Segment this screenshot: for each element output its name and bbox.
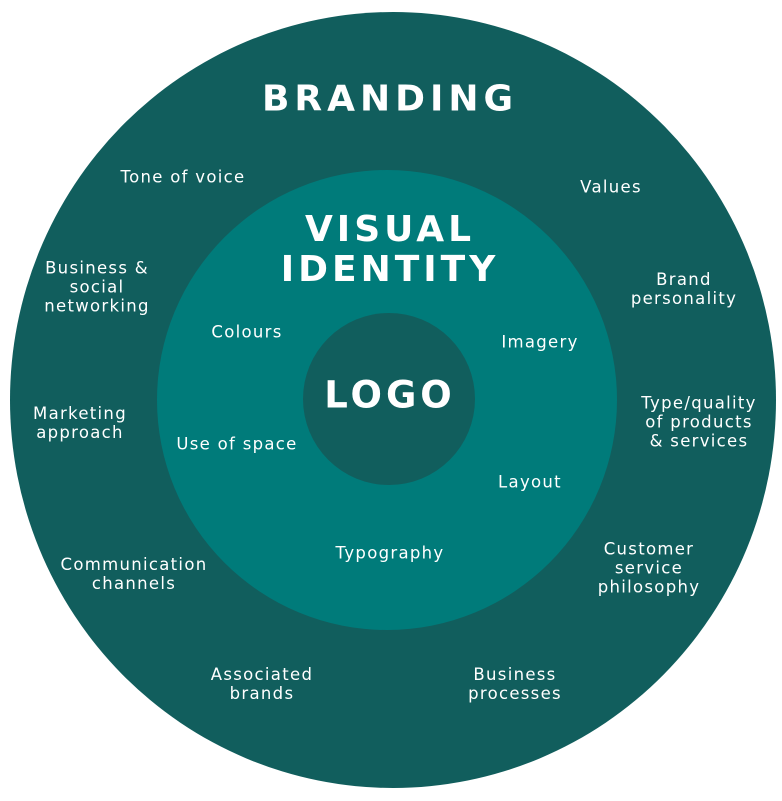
visual-identity-item-line: Use of space [176,434,298,454]
branding-item-line: brands [229,684,295,703]
branding-item-line: Business & [45,258,149,278]
branding-item-line: Customer [603,539,695,559]
visual-identity-title-line: VISUAL [304,209,476,250]
branding-item-line: social [69,277,125,297]
branding-item-marketing-approach: Marketing approach [33,404,127,442]
branding-item-line: Marketing [33,404,127,423]
branding-item-business-social-networking: Business & social networking [44,259,150,316]
visual-identity-title-line: IDENTITY [280,249,500,290]
branding-item-line: personality [630,289,738,308]
branding-item-line: networking [44,296,150,316]
visual-identity-item-colours: Colours [211,323,282,342]
visual-identity-item-line: Typography [335,543,445,563]
branding-item-communication-channels: Communication channels [61,555,208,593]
branding-item-customer-service-philosophy: Customer service philosophy [598,540,701,597]
branding-item-line: Values [580,177,642,197]
branding-item-line: & services [649,431,749,451]
visual-identity-item-line: Colours [211,322,283,342]
branding-item-line: Tone of voice [120,167,246,187]
branding-item-line: approach [36,423,124,442]
branding-title: BRANDING [261,78,519,120]
visual-identity-title: VISUAL IDENTITY [281,210,500,290]
visual-identity-item-typography: Typography [336,544,445,563]
branding-item-line: Communication [60,555,208,574]
branding-item-brand-personality: Brand personality [631,270,737,308]
branding-item-business-processes: Business processes [468,665,562,703]
branding-item-line: philosophy [597,577,701,597]
branding-item-type-quality: Type/quality of products & services [641,394,757,451]
branding-item-associated-brands: Associated brands [211,665,313,703]
visual-identity-item-use-of-space: Use of space [176,435,297,454]
branding-item-line: channels [91,574,177,593]
visual-identity-item-layout: Layout [498,473,562,492]
branding-item-values: Values [580,178,642,197]
branding-item-tone-of-voice: Tone of voice [121,168,246,187]
branding-item-line: Type/quality [641,393,757,413]
visual-identity-item-line: Imagery [501,332,579,352]
branding-item-line: Brand [656,270,712,289]
visual-identity-item-imagery: Imagery [501,333,578,352]
visual-identity-item-line: Layout [498,472,562,492]
branding-item-line: of products [645,412,753,432]
branding-item-line: processes [468,684,562,703]
branding-item-line: service [614,558,684,578]
branding-item-line: Associated [210,665,314,684]
logo-title: LOGO [324,373,456,417]
logo-circle [303,313,475,485]
branding-item-line: Business [473,665,557,684]
